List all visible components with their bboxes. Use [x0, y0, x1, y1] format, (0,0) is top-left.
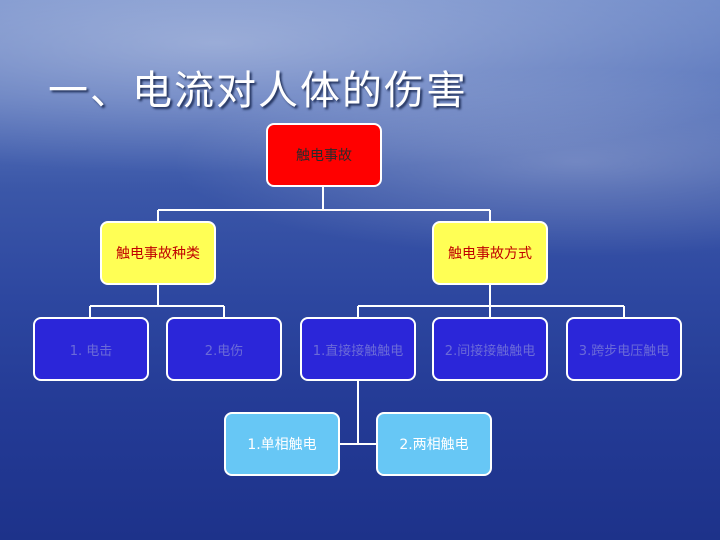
node-indirect-contact: 2.间接接触触电	[432, 317, 548, 381]
node-two-phase: 2.两相触电	[376, 412, 492, 476]
slide-title: 一、电流对人体的伤害	[48, 68, 468, 114]
node-accident-types: 触电事故种类	[100, 221, 216, 285]
node-step-voltage: 3.跨步电压触电	[566, 317, 682, 381]
node-root: 触电事故	[266, 123, 382, 187]
node-single-phase: 1.单相触电	[224, 412, 340, 476]
node-electric-shock: 1. 电击	[33, 317, 149, 381]
node-electric-injury: 2.电伤	[166, 317, 282, 381]
node-accident-methods: 触电事故方式	[432, 221, 548, 285]
node-direct-contact: 1.直接接触触电	[300, 317, 416, 381]
